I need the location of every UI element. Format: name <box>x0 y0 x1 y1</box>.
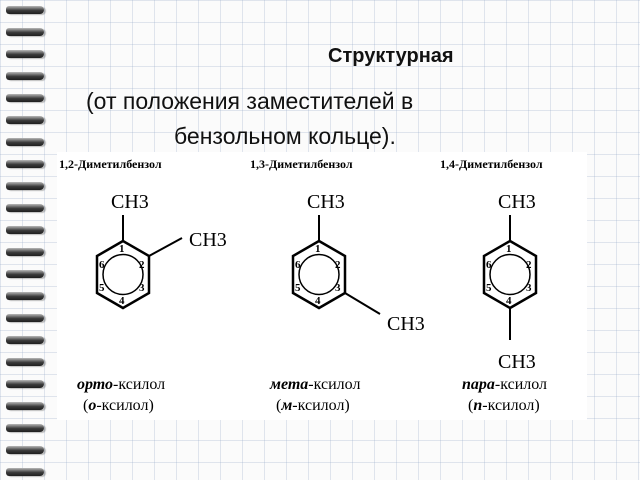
para-suffix: -ксилол <box>495 376 547 393</box>
ortho-short-prefix: о <box>88 397 96 414</box>
isomers-svg: 1,2-Диметилбензол CH3 CH3 1 2 3 4 5 6 ор… <box>59 157 547 414</box>
ortho-pos-1: 1 <box>119 243 125 255</box>
meta-pos-6: 6 <box>295 259 301 271</box>
ortho-pos-4: 4 <box>119 295 125 307</box>
para-ch3-top: CH3 <box>498 191 536 213</box>
binding-ring <box>6 270 44 278</box>
ortho-paren: ( <box>83 397 88 414</box>
binding-ring <box>6 446 44 454</box>
slide-subtitle: (от положения заместителей в бензольном … <box>86 84 586 154</box>
para-ch3-bottom: CH3 <box>498 351 536 373</box>
slide-title: Структурная <box>328 45 454 67</box>
binding-ring <box>6 292 44 300</box>
ortho-aromatic-circle <box>102 253 144 296</box>
ortho-pos-2: 2 <box>139 259 145 271</box>
ortho-ch3-side: CH3 <box>189 229 227 251</box>
binding-ring <box>6 226 44 234</box>
binding-ring <box>6 380 44 388</box>
ortho-position-numbers: 1 2 3 4 5 6 <box>99 243 145 307</box>
binding-ring <box>6 248 44 256</box>
ortho-bond-2 <box>148 237 183 257</box>
meta-pos-5: 5 <box>295 282 301 294</box>
binding-ring <box>6 358 44 366</box>
binding-ring <box>6 160 44 168</box>
para-position-numbers: 1 2 3 4 5 6 <box>486 243 532 307</box>
meta-heading: 1,3-Диметилбензол <box>250 157 353 171</box>
ortho-short-name: (о-ксилол) <box>83 397 154 414</box>
ortho-prefix: орто <box>77 376 113 393</box>
para-heading: 1,4-Диметилбензол <box>440 157 543 171</box>
para-name: пара-ксилол <box>462 376 547 393</box>
para-short-prefix: п <box>473 397 482 414</box>
ortho-name: орто-ксилол <box>77 376 165 393</box>
meta-ch3-top: CH3 <box>307 191 345 213</box>
ortho-heading: 1,2-Диметилбензол <box>59 157 162 171</box>
meta-short-name: (м-ксилол) <box>276 397 350 414</box>
binding-ring <box>6 204 44 212</box>
binding-ring <box>6 138 44 146</box>
para-pos-3: 3 <box>526 282 532 294</box>
meta-pos-3: 3 <box>335 282 341 294</box>
meta-ch3-side: CH3 <box>387 313 425 335</box>
meta-name: мета-ксилол <box>269 376 360 393</box>
meta-suffix: -ксилол <box>308 376 360 393</box>
ortho-pos-5: 5 <box>99 282 105 294</box>
meta-benzene-ring <box>291 239 347 310</box>
binding-ring <box>6 468 44 476</box>
ortho-ch3-top: CH3 <box>111 191 149 213</box>
para-pos-1: 1 <box>506 243 512 255</box>
meta-pos-4: 4 <box>315 295 321 307</box>
meta-pos-1: 1 <box>315 243 321 255</box>
meta-short-suffix: -ксилол) <box>292 397 349 414</box>
notebook-binding <box>0 0 48 480</box>
binding-ring <box>6 182 44 190</box>
para-aromatic-circle <box>489 253 531 296</box>
binding-ring <box>6 50 44 58</box>
para-pos-4: 4 <box>506 295 512 307</box>
para-short-name: (п-ксилол) <box>468 397 540 414</box>
meta-short-prefix: м <box>280 397 292 414</box>
meta-paren: ( <box>276 397 281 414</box>
ortho-short-suffix: -ксилол) <box>96 397 153 414</box>
ortho-pos-6: 6 <box>99 259 105 271</box>
binding-ring <box>6 6 44 14</box>
binding-ring <box>6 94 44 102</box>
xylene-isomers-figure: 1,2-Диметилбензол CH3 CH3 1 2 3 4 5 6 ор… <box>57 152 587 420</box>
binding-ring <box>6 336 44 344</box>
para-short-suffix: -ксилол) <box>482 397 539 414</box>
para-xylene: 1,4-Диметилбензол CH3 CH3 1 2 3 4 5 6 па… <box>440 157 547 414</box>
meta-aromatic-circle <box>298 253 340 296</box>
meta-prefix: мета <box>269 376 308 393</box>
meta-pos-2: 2 <box>335 259 341 271</box>
subtitle-line-2: бензольном кольце). <box>174 123 396 149</box>
para-pos-6: 6 <box>486 259 492 271</box>
meta-bond-3 <box>344 292 381 315</box>
para-pos-5: 5 <box>486 282 492 294</box>
binding-ring <box>6 72 44 80</box>
ortho-suffix: -ксилол <box>113 376 165 393</box>
ortho-xylene: 1,2-Диметилбензол CH3 CH3 1 2 3 4 5 6 ор… <box>59 157 227 414</box>
para-paren: ( <box>468 397 473 414</box>
meta-xylene: 1,3-Диметилбензол CH3 CH3 1 2 3 4 5 6 ме… <box>250 157 425 414</box>
subtitle-line-1: (от положения заместителей в <box>86 88 414 114</box>
para-pos-2: 2 <box>526 259 532 271</box>
binding-ring <box>6 402 44 410</box>
binding-ring <box>6 424 44 432</box>
para-prefix: пара <box>462 376 495 393</box>
binding-ring <box>6 116 44 124</box>
meta-position-numbers: 1 2 3 4 5 6 <box>295 243 341 307</box>
binding-ring <box>6 28 44 36</box>
ortho-pos-3: 3 <box>139 282 145 294</box>
binding-ring <box>6 314 44 322</box>
